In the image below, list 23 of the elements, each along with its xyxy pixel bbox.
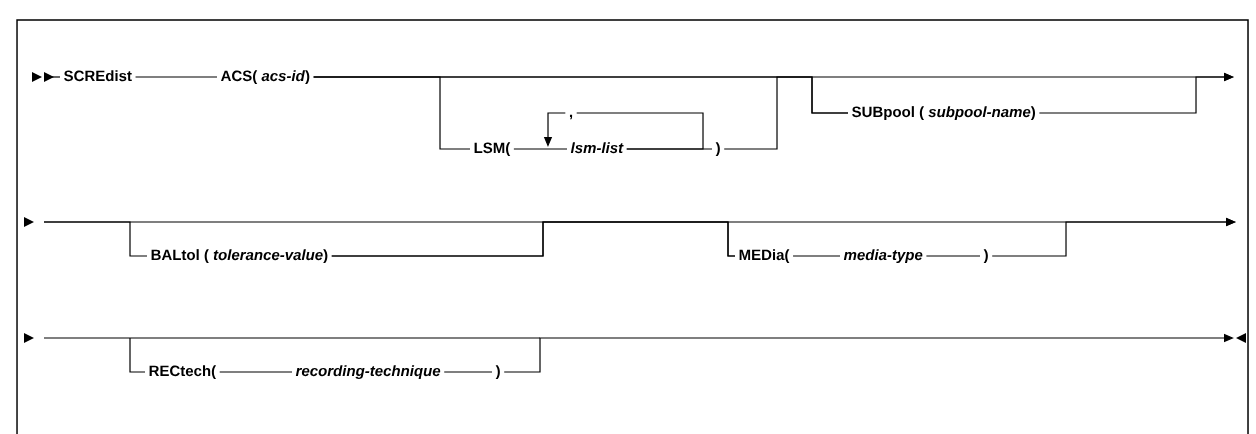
rail-line	[443, 371, 493, 373]
syntax-token: ACS( acs-id)	[221, 70, 310, 85]
syntax-token: RECtech(	[149, 365, 217, 380]
syntax-token: BALtol ( tolerance-value)	[151, 249, 328, 264]
separator-label: ,	[569, 114, 573, 120]
syntax-token: SCREdist	[64, 70, 132, 82]
rail-line	[43, 337, 541, 373]
syntax-token: SUBpool ( subpool-name)	[852, 106, 1035, 121]
syntax-token: recording-technique	[295, 365, 441, 380]
rail-line	[219, 371, 293, 373]
syntax-token: media-type	[843, 249, 923, 264]
syntax-token: )	[983, 249, 988, 264]
syntax-token: lsm-list	[570, 142, 624, 154]
rail-line	[925, 255, 981, 257]
syntax-token: MEDia(	[739, 249, 790, 264]
rail-line	[134, 76, 218, 78]
syntax-token: )	[715, 142, 720, 157]
rail-line	[513, 148, 568, 150]
rail-line	[576, 112, 704, 150]
rail-line	[43, 221, 736, 257]
rail-line	[792, 255, 841, 257]
syntax-token: LSM(	[474, 142, 511, 157]
syntax-token: )	[495, 365, 500, 380]
